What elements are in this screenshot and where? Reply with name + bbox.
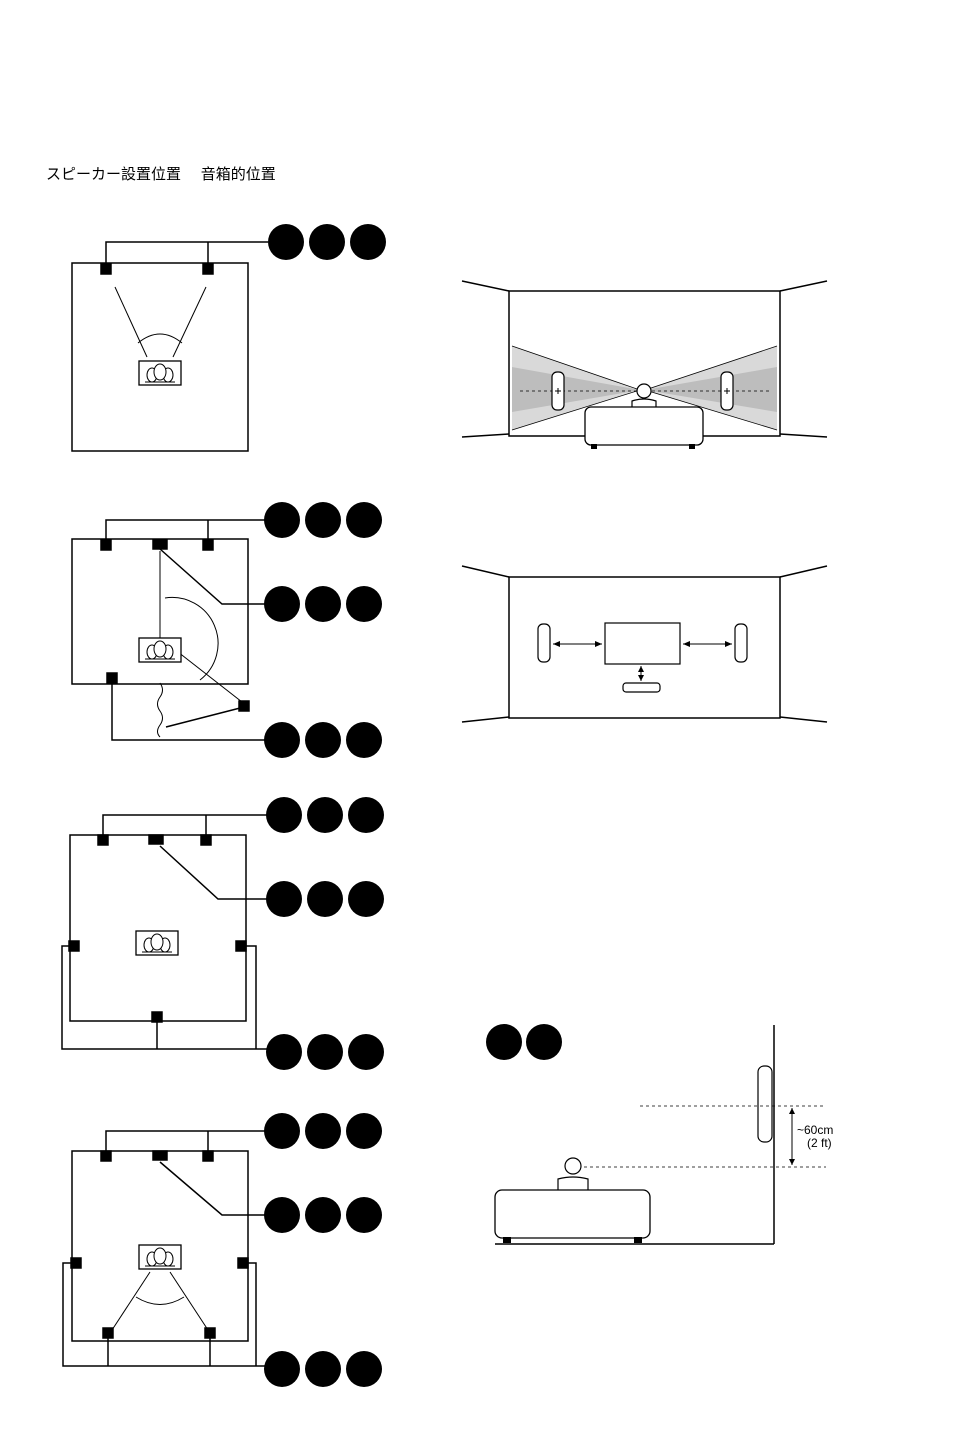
listener-icon <box>139 1245 181 1269</box>
layout-6-speaker <box>62 797 384 1070</box>
front-left-speaker <box>101 1151 111 1161</box>
surround-left-speaker <box>71 1258 81 1268</box>
front-right-speaker <box>203 1151 213 1161</box>
label-dots-icon <box>264 1113 382 1149</box>
surround-back-speaker <box>152 1012 162 1022</box>
label-dots-icon <box>266 1034 384 1070</box>
center-speaker <box>149 835 163 844</box>
room-dispersion-view <box>462 281 827 449</box>
layout-2-speaker <box>72 224 386 451</box>
side-height-view <box>486 1024 826 1244</box>
front-right-speaker <box>203 264 213 274</box>
surround-right-speaker <box>236 941 246 951</box>
label-dots-icon <box>266 881 384 917</box>
tv-screen <box>605 623 680 664</box>
center-speaker <box>153 1151 167 1160</box>
right-speaker <box>735 624 747 662</box>
label-dots-icon <box>264 502 382 538</box>
left-speaker <box>538 624 550 662</box>
surround-right-speaker <box>238 1258 248 1268</box>
label-dot-icon <box>526 1024 562 1060</box>
wall-speaker <box>758 1066 772 1142</box>
sofa <box>585 407 703 445</box>
front-right-speaker <box>201 835 211 845</box>
surround-back-right-speaker <box>205 1328 215 1338</box>
label-dots-icon <box>264 586 382 622</box>
listener-head <box>637 384 651 398</box>
label-dots-icon <box>264 1197 382 1233</box>
front-left-speaker <box>101 264 111 274</box>
surround-right-speaker <box>239 701 249 711</box>
layout-5-speaker <box>72 502 382 758</box>
surround-left-speaker <box>107 673 117 683</box>
surround-back-left-speaker <box>103 1328 113 1338</box>
surround-left-speaker <box>69 941 79 951</box>
front-left-speaker <box>101 540 111 550</box>
layout-7-speaker <box>63 1113 382 1387</box>
center-speaker <box>153 540 167 549</box>
center-speaker <box>623 683 660 692</box>
listener-icon <box>139 638 181 662</box>
listener-head <box>565 1158 581 1174</box>
front-left-speaker <box>98 835 108 845</box>
label-dots-icon <box>264 722 382 758</box>
room-tv-spacing-view <box>462 566 827 722</box>
label-dots-icon <box>268 224 386 260</box>
sofa <box>495 1190 650 1238</box>
label-dot-icon <box>486 1024 522 1060</box>
label-dots-icon <box>264 1351 382 1387</box>
front-right-speaker <box>203 540 213 550</box>
label-dots-icon <box>266 797 384 833</box>
listener-icon <box>139 361 181 385</box>
listener-icon <box>136 931 178 955</box>
